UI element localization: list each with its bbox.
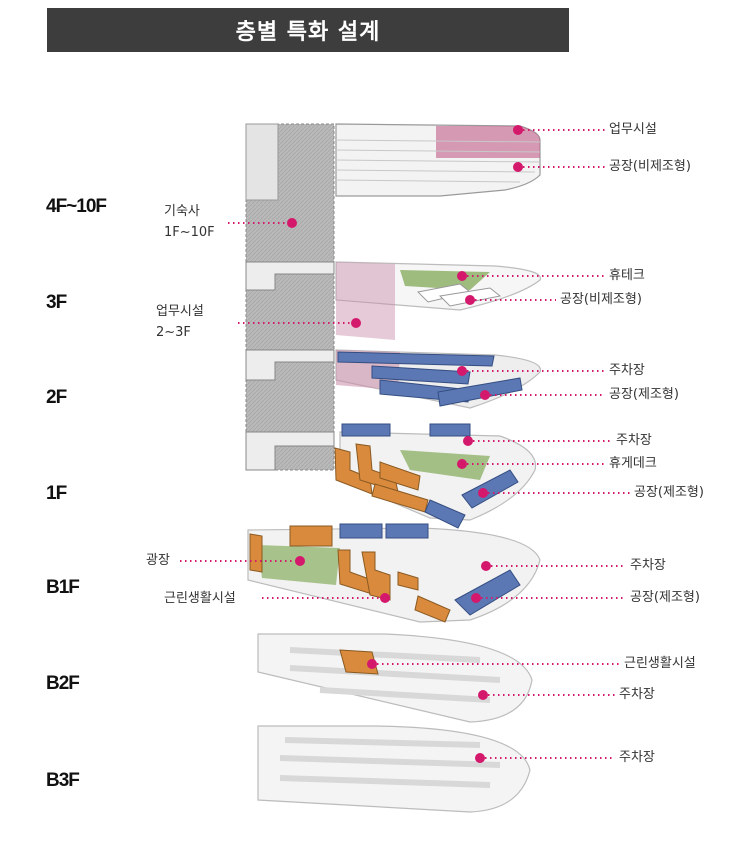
floor-label-b1f: B1F	[46, 577, 80, 598]
b2-slab	[257, 633, 533, 723]
floor-label-3f: 3F	[46, 292, 67, 313]
floor-label-2f: 2F	[46, 387, 67, 408]
label-parking-2f: 주차장	[609, 363, 645, 378]
f2-slab	[335, 349, 541, 409]
label-rest-terrace: 휴테크	[609, 268, 645, 283]
floor-label-1f: 1F	[46, 483, 67, 504]
floor-label-b2f: B2F	[46, 673, 80, 694]
f3-slab	[335, 261, 541, 340]
dormitory-core	[245, 123, 335, 471]
label-dormitory-floors: 1F~10F	[164, 225, 215, 240]
label-factory-mfg-2f: 공장(제조형)	[609, 387, 679, 402]
label-retail-b1: 근린생활시설	[164, 591, 236, 606]
label-factory-mfg-b1: 공장(제조형)	[630, 590, 700, 605]
label-office-left: 업무시설	[156, 304, 204, 319]
f1-slab	[334, 423, 537, 529]
label-parking-1f: 주차장	[616, 433, 652, 448]
label-parking-b1: 주차장	[630, 558, 666, 573]
label-retail-b2: 근린생활시설	[624, 656, 696, 671]
label-parking-b3: 주차장	[619, 750, 655, 765]
label-plaza: 광장	[146, 553, 170, 568]
label-factory-nonmfg-top: 공장(비제조형)	[609, 159, 691, 174]
leader-dots	[287, 125, 523, 763]
b3-slab	[257, 725, 531, 813]
leader-lines	[180, 129, 630, 759]
label-office-floors: 2~3F	[156, 325, 191, 340]
top-block	[335, 123, 541, 197]
label-dormitory: 기숙사	[164, 204, 200, 219]
label-rest-deck: 휴게데크	[609, 456, 657, 471]
label-parking-b2: 주차장	[619, 687, 655, 702]
floor-label-b3f: B3F	[46, 770, 80, 791]
b1-slab	[247, 523, 541, 623]
floor-label-4f-10f: 4F~10F	[46, 196, 107, 217]
page-title: 층별 특화 설계	[47, 8, 569, 52]
label-office: 업무시설	[609, 122, 657, 137]
label-factory-mfg-1f: 공장(제조형)	[634, 485, 704, 500]
label-factory-nonmfg-3f: 공장(비제조형)	[560, 292, 642, 307]
